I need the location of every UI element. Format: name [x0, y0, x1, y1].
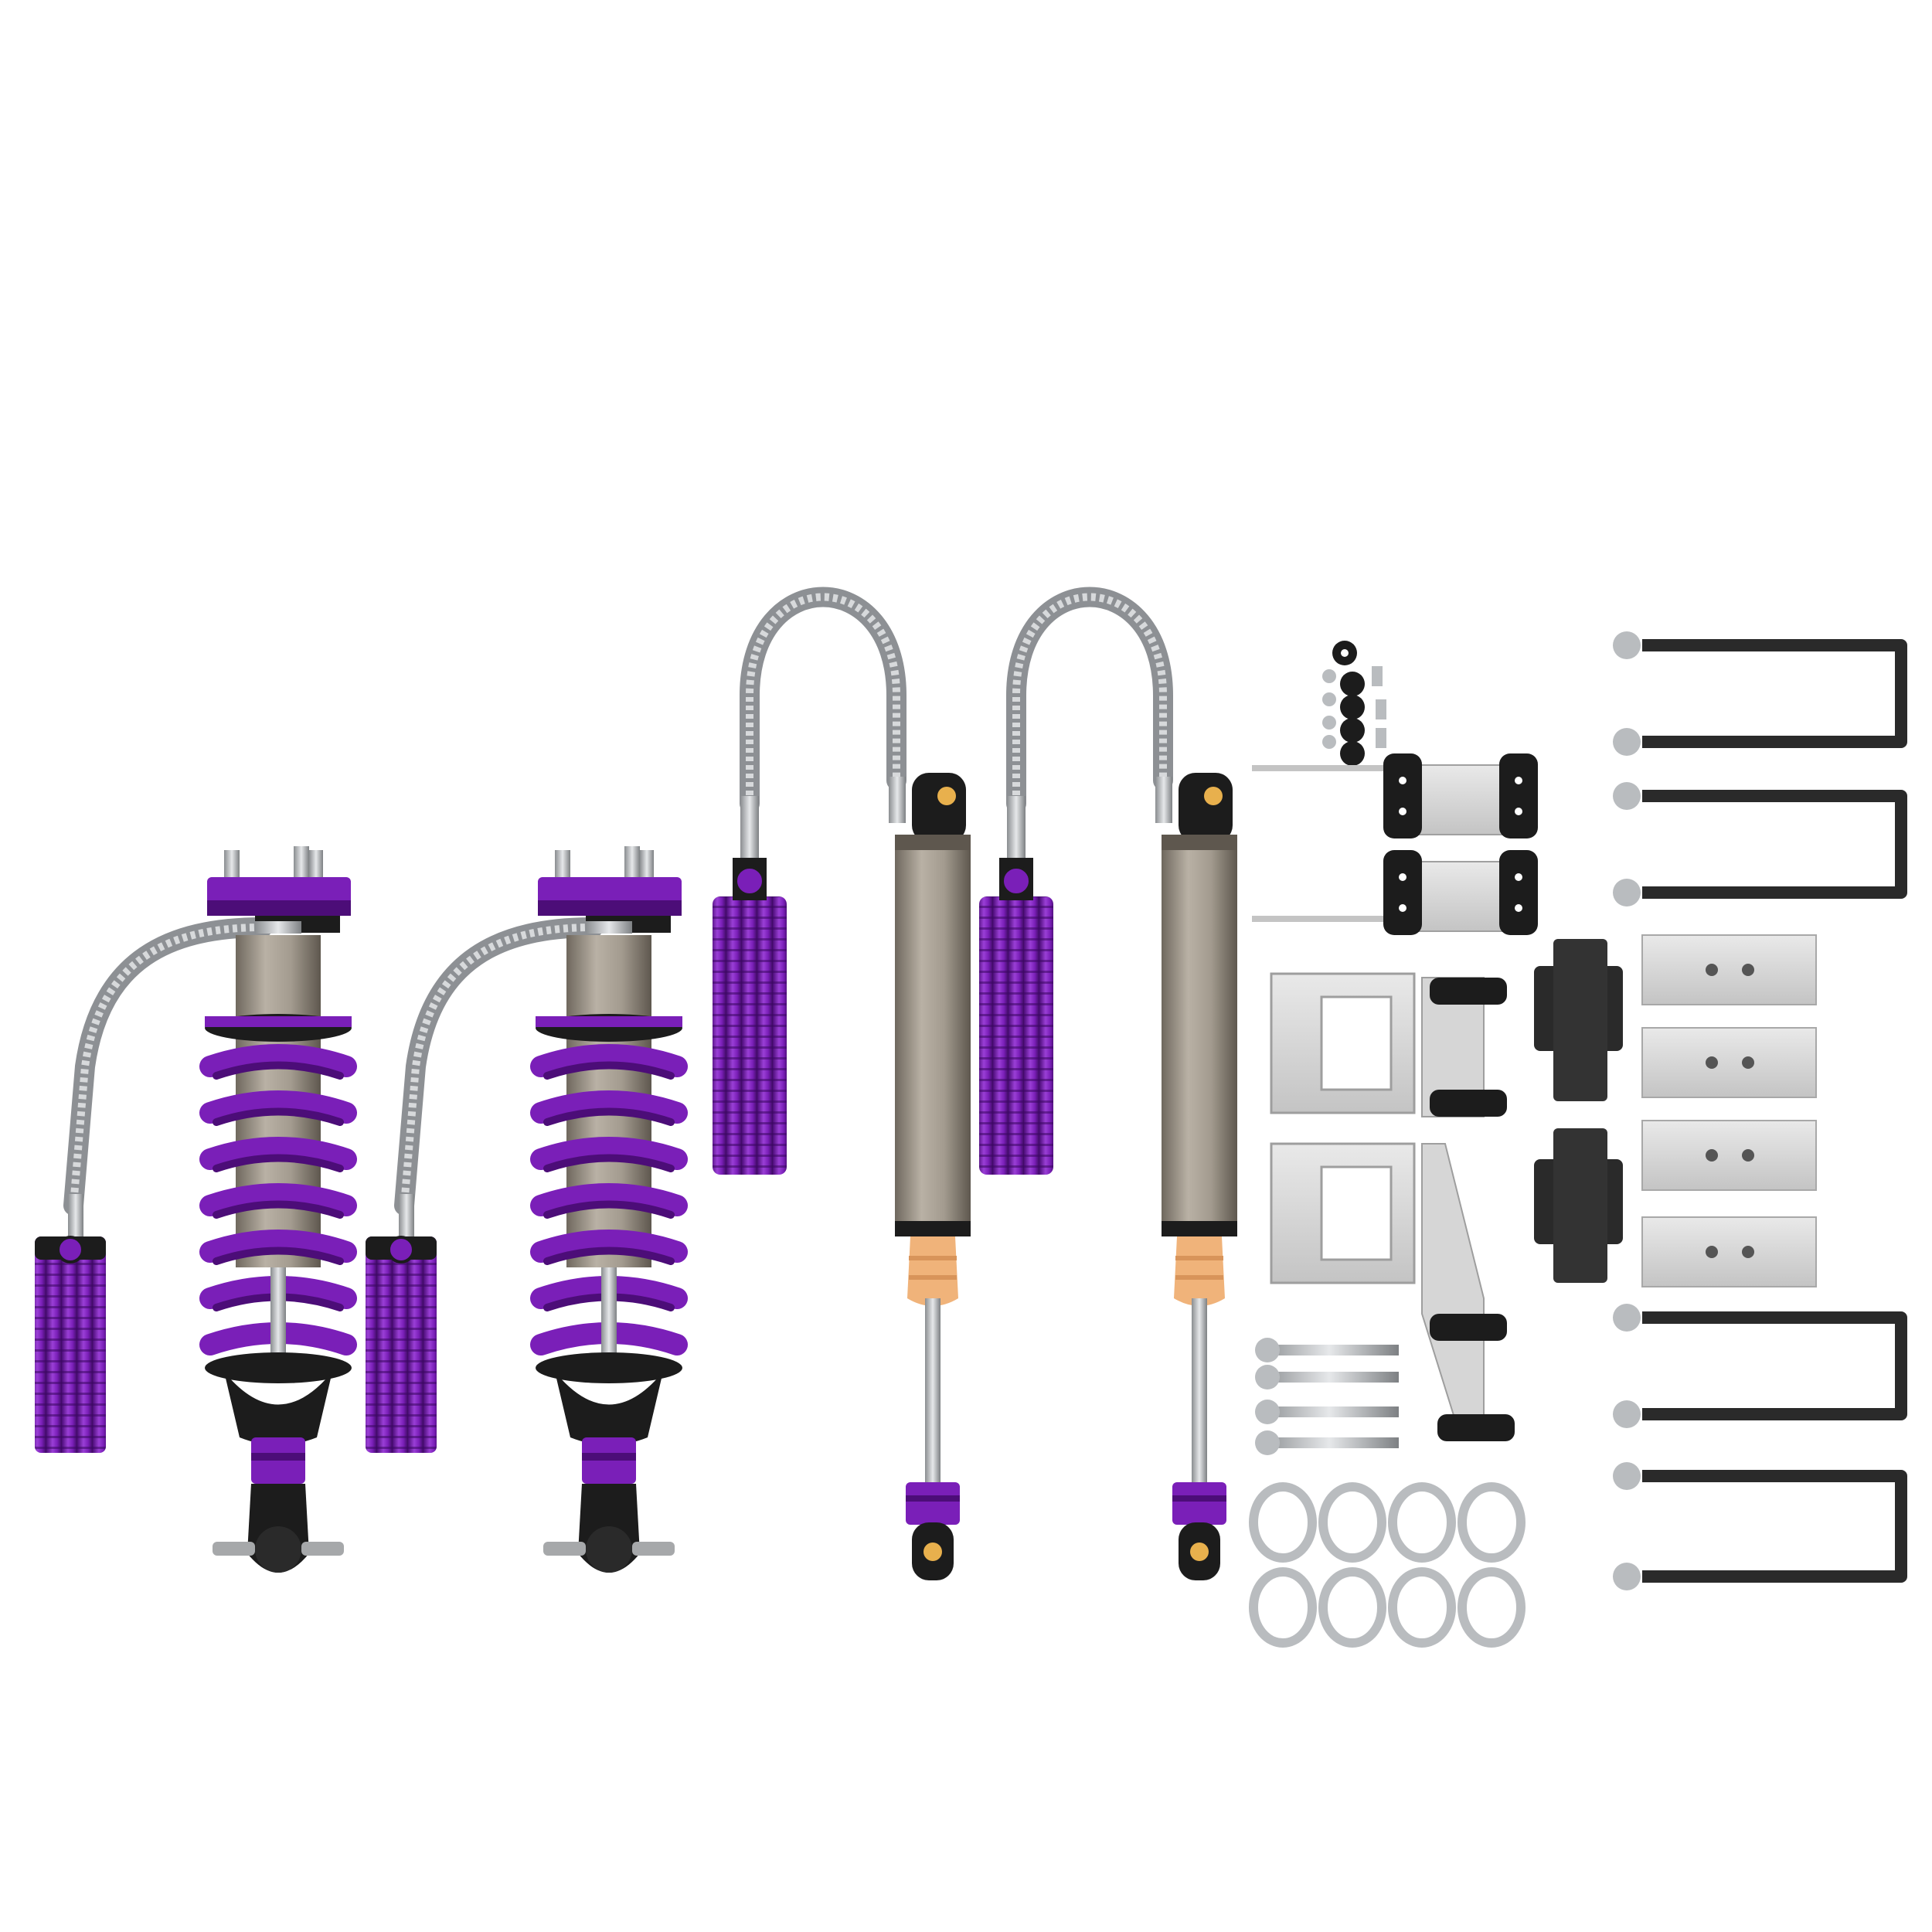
rear-shock-right	[979, 587, 1237, 1580]
front-coilover-left	[35, 846, 357, 1573]
shock-mount-plates	[1270, 972, 1515, 1441]
hose-clamps	[1249, 1482, 1526, 1648]
bump-stops	[1534, 939, 1623, 1283]
reservoir-mount-brackets	[1252, 753, 1538, 935]
front-coilover-right	[366, 846, 688, 1573]
rear-shock-left	[713, 587, 971, 1580]
u-bolts	[1642, 639, 1907, 1583]
hardware-nuts-washers	[1322, 641, 1386, 766]
bolts	[1255, 1338, 1399, 1455]
lift-blocks	[1641, 934, 1817, 1287]
u-bolt-nuts	[1613, 631, 1641, 1590]
